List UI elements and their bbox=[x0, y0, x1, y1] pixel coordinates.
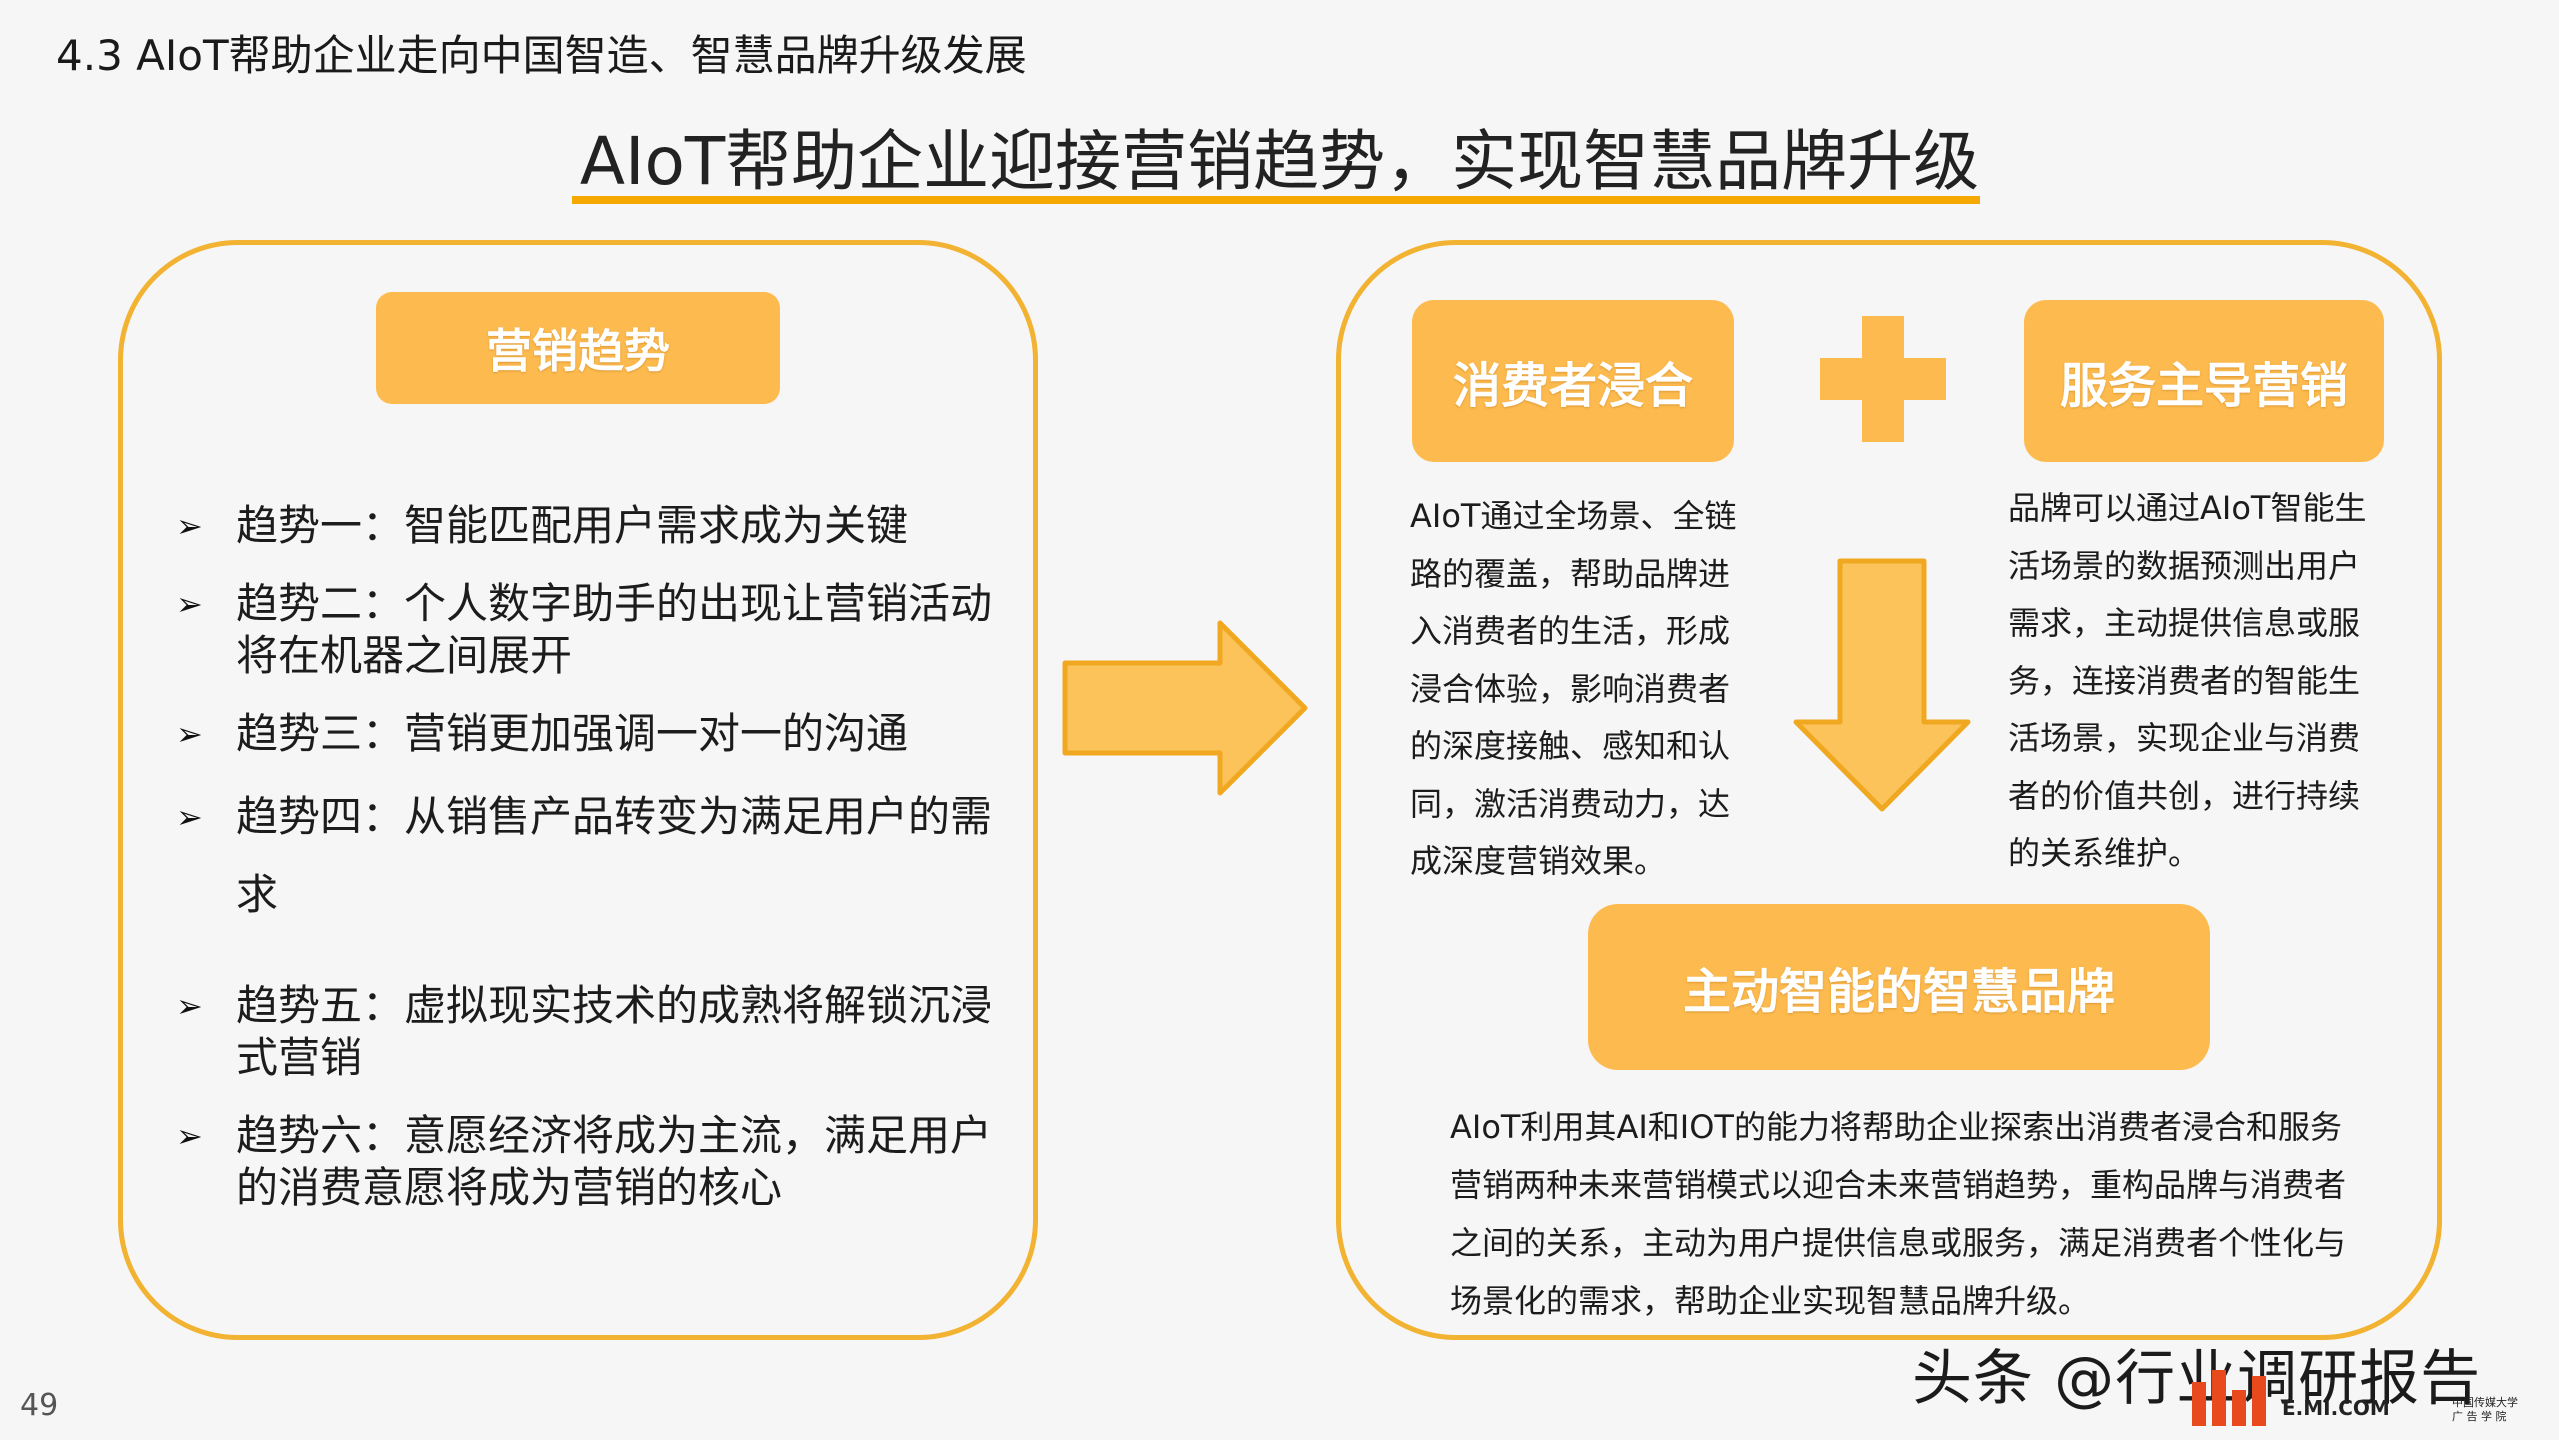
list-item: ➢ 趋势六：意愿经济将成为主流，满足用户的消费意愿将成为营销的核心 bbox=[176, 1110, 1006, 1214]
trend-list: ➢ 趋势一：智能匹配用户需求成为关键 ➢ 趋势二：个人数字助手的出现让营销活动将… bbox=[176, 500, 1006, 1240]
service-description: 品牌可以通过AIoT智能生活场景的数据预测出用户需求，主动提供信息或服务，连接消… bbox=[2008, 489, 2367, 872]
trend-text: 趋势一：智能匹配用户需求成为关键 bbox=[236, 501, 909, 550]
trend-text: 趋势六：意愿经济将成为主流，满足用户的消费意愿将成为营销的核心 bbox=[236, 1111, 993, 1212]
list-item: ➢ 趋势三：营销更加强调一对一的沟通 bbox=[176, 708, 1006, 760]
service-heading: 服务主导营销 bbox=[2024, 300, 2384, 462]
page-number: 49 bbox=[20, 1388, 59, 1423]
bullet-arrow-icon: ➢ bbox=[176, 1117, 203, 1155]
trend-text: 趋势四：从销售产品转变为满足用户的需求 bbox=[236, 792, 993, 919]
brand-summary: AIoT利用其AI和IOT的能力将帮助企业探索出消费者浸合和服务营销两种未来营销… bbox=[1450, 1108, 2347, 1320]
trend-text: 趋势五：虚拟现实技术的成熟将解锁沉浸式营销 bbox=[236, 981, 993, 1082]
right-arrow-icon bbox=[1062, 620, 1308, 796]
bullet-arrow-icon: ➢ bbox=[176, 507, 203, 545]
bullet-arrow-icon: ➢ bbox=[176, 987, 203, 1025]
consumer-heading: 消费者浸合 bbox=[1412, 300, 1734, 462]
page-title: AIoT帮助企业迎接营销趋势，实现智慧品牌升级 bbox=[579, 123, 1980, 200]
bullet-arrow-icon: ➢ bbox=[176, 798, 203, 836]
list-item: ➢ 趋势五：虚拟现实技术的成熟将解锁沉浸式营销 bbox=[176, 980, 1006, 1084]
logo-text: E.MI.COM bbox=[2282, 1396, 2390, 1420]
list-item: ➢ 趋势一：智能匹配用户需求成为关键 bbox=[176, 500, 1006, 552]
list-item: ➢ 趋势二：个人数字助手的出现让营销活动将在机器之间展开 bbox=[176, 578, 1006, 682]
brand-heading: 主动智能的智慧品牌 bbox=[1588, 904, 2210, 1070]
section-title: 4.3 AIoT帮助企业走向中国智造、智慧品牌升级发展 bbox=[56, 31, 1027, 80]
down-arrow-icon bbox=[1793, 558, 1971, 812]
list-item: ➢ 趋势四：从销售产品转变为满足用户的需求 bbox=[176, 786, 1006, 934]
logo-subtitle: 中国传媒大学 广 告 学 院 bbox=[2452, 1396, 2518, 1423]
bullet-arrow-icon: ➢ bbox=[176, 715, 203, 753]
consumer-description: AIoT通过全场景、全链路的覆盖，帮助品牌进入消费者的生活，形成浸合体验，影响消… bbox=[1410, 497, 1737, 880]
trend-text: 趋势三：营销更加强调一对一的沟通 bbox=[236, 709, 909, 758]
trend-text: 趋势二：个人数字助手的出现让营销活动将在机器之间展开 bbox=[236, 579, 993, 680]
title-underline bbox=[572, 196, 1980, 204]
logo-icon bbox=[2192, 1370, 2266, 1426]
trends-heading: 营销趋势 bbox=[376, 292, 780, 404]
plus-icon bbox=[1820, 316, 1946, 442]
bullet-arrow-icon: ➢ bbox=[176, 585, 203, 623]
trends-panel bbox=[118, 240, 1038, 1340]
